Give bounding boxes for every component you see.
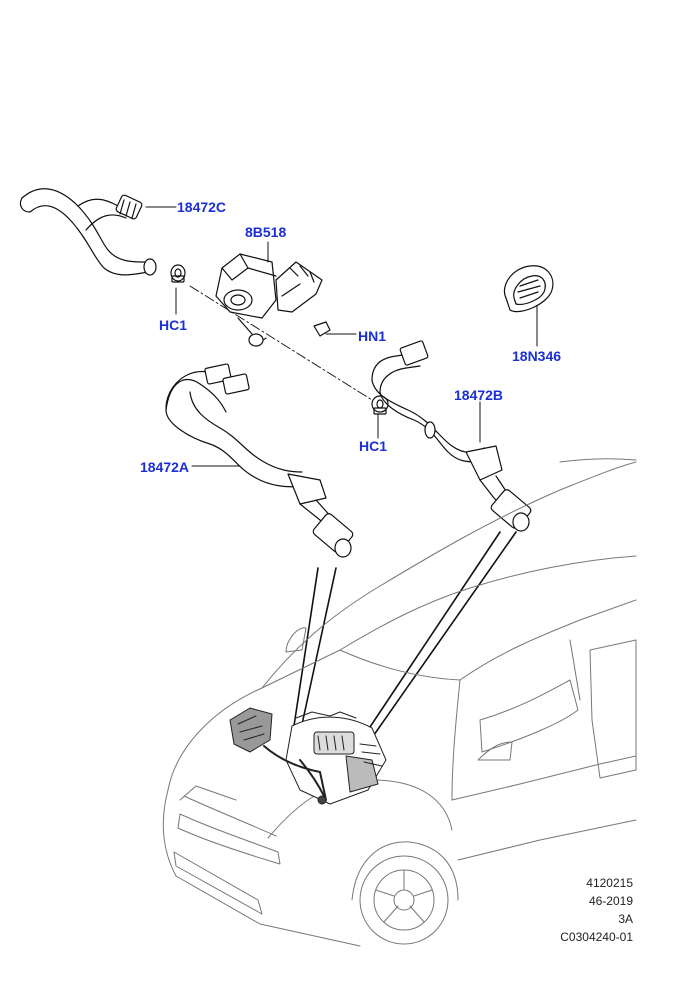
hose-18472b[interactable] [371,340,532,532]
clip-hn1[interactable] [313,321,331,337]
pump-8b518[interactable] [215,253,323,347]
callout-18n346[interactable]: 18N346 [512,348,562,364]
callout-hc1-bottom[interactable]: HC1 [359,438,388,454]
callout-18472a[interactable]: 18472A [140,459,190,475]
engine-bay [229,707,387,805]
grommet-18n346[interactable] [503,265,554,313]
vehicle-outline [162,458,637,947]
callout-hc1-top[interactable]: HC1 [159,317,188,333]
reference-line-1: 4120215 [586,876,633,890]
reference-line-3: 3A [618,912,633,926]
callout-hn1[interactable]: HN1 [358,328,387,344]
hose-18472a[interactable] [165,363,354,558]
callout-18472b[interactable]: 18472B [454,387,504,403]
hose-18472c[interactable] [19,188,157,276]
alignment-line [189,285,373,401]
reference-line-2: 46-2019 [588,894,633,908]
callout-18472c[interactable]: 18472C [177,199,227,215]
callout-8b518[interactable]: 8B518 [245,224,287,240]
hose-clamp-hc1-top[interactable] [170,264,186,283]
leader-lines [145,206,538,467]
reference-line-4: C0304240-01 [560,930,633,944]
